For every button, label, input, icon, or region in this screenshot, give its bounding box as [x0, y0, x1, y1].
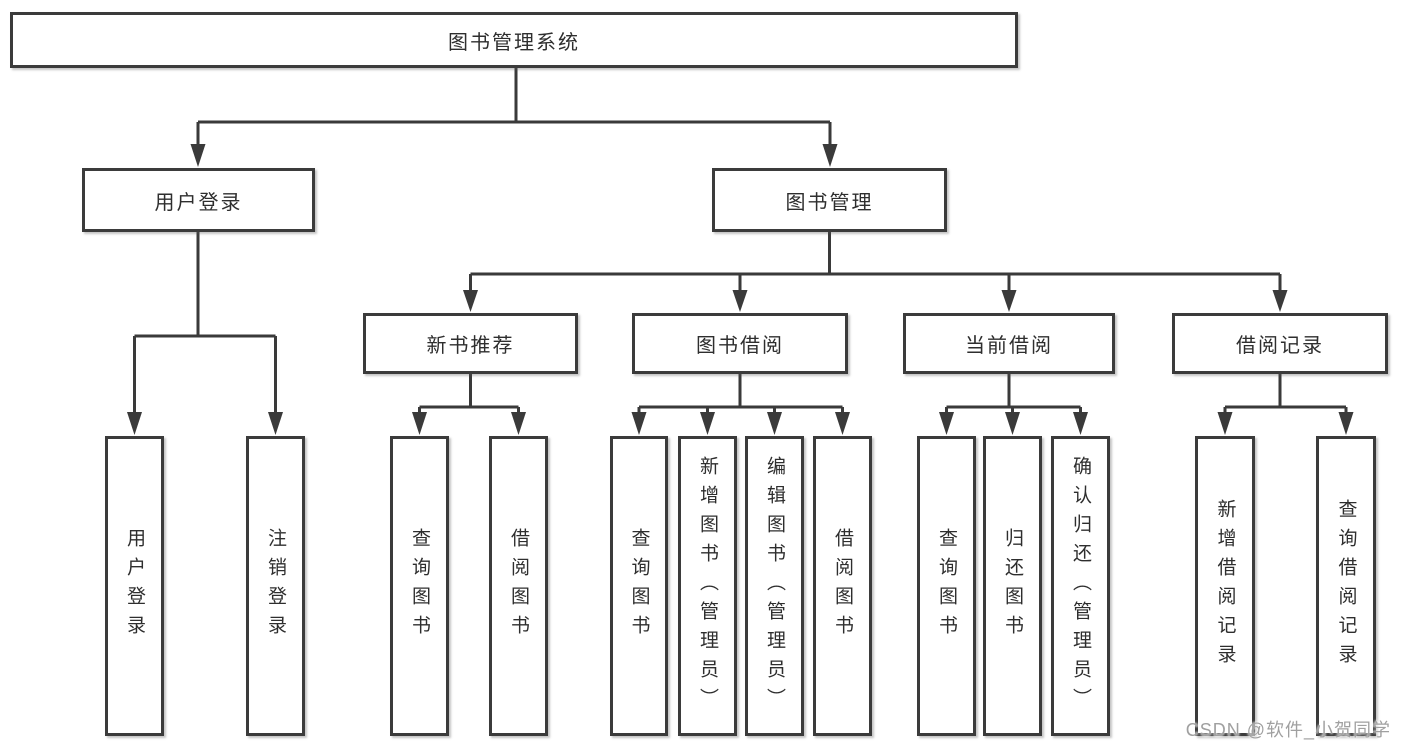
node-current-borrowing: 当前借阅: [903, 313, 1115, 374]
node-book-borrowing: 图书借阅: [632, 313, 848, 374]
leaf-borrow-books: 借阅图书: [813, 436, 872, 736]
node-label: 编辑图书（管理员）: [764, 455, 785, 717]
leaf-query-books-recommend: 查询图书: [390, 436, 449, 736]
leaf-add-borrow-record: 新增借阅记录: [1195, 436, 1255, 736]
node-label: 用户登录: [154, 191, 243, 214]
node-book-management: 图书管理: [712, 168, 947, 232]
leaf-logout: 注销登录: [246, 436, 305, 736]
node-label: 新书推荐: [426, 335, 515, 357]
node-label: 确认归还（管理员）: [1070, 455, 1091, 717]
node-label: 查询图书: [936, 528, 957, 644]
leaf-user-login: 用户登录: [105, 436, 164, 736]
leaf-confirm-return-admin: 确认归还（管理员）: [1051, 436, 1110, 736]
node-borrowing-records: 借阅记录: [1172, 313, 1388, 374]
node-user-login: 用户登录: [82, 168, 315, 232]
node-label: 查询图书: [409, 528, 430, 644]
node-label: 新增图书（管理员）: [697, 455, 718, 717]
leaf-query-borrow-record: 查询借阅记录: [1316, 436, 1376, 736]
arrowheads: [127, 144, 1354, 435]
node-library-management-system: 图书管理系统: [10, 12, 1018, 68]
node-label: 图书管理: [785, 191, 874, 214]
node-label: 归还图书: [1002, 528, 1023, 644]
node-label: 查询图书: [628, 528, 650, 644]
node-label: 新增借阅记录: [1214, 499, 1236, 673]
node-label: 借阅记录: [1236, 335, 1324, 357]
node-label: 借阅图书: [508, 528, 529, 644]
node-label: 图书借阅: [696, 335, 784, 357]
leaf-borrow-books-recommend: 借阅图书: [489, 436, 548, 736]
leaf-add-books-admin: 新增图书（管理员）: [678, 436, 737, 736]
node-label: 查询借阅记录: [1335, 499, 1357, 673]
leaf-query-books-current: 查询图书: [917, 436, 976, 736]
leaf-return-books: 归还图书: [983, 436, 1042, 736]
leaf-edit-books-admin: 编辑图书（管理员）: [745, 436, 804, 736]
node-label: 借阅图书: [832, 528, 853, 644]
leaf-query-books-borrowing: 查询图书: [610, 436, 668, 736]
node-label: 注销登录: [265, 528, 286, 644]
node-label: 图书管理系统: [448, 31, 580, 54]
csdn-watermark: CSDN @软件_小贺同学: [1185, 720, 1391, 740]
node-label: 用户登录: [124, 528, 145, 644]
node-new-book-recommend: 新书推荐: [363, 313, 578, 374]
node-label: 当前借阅: [965, 335, 1053, 357]
